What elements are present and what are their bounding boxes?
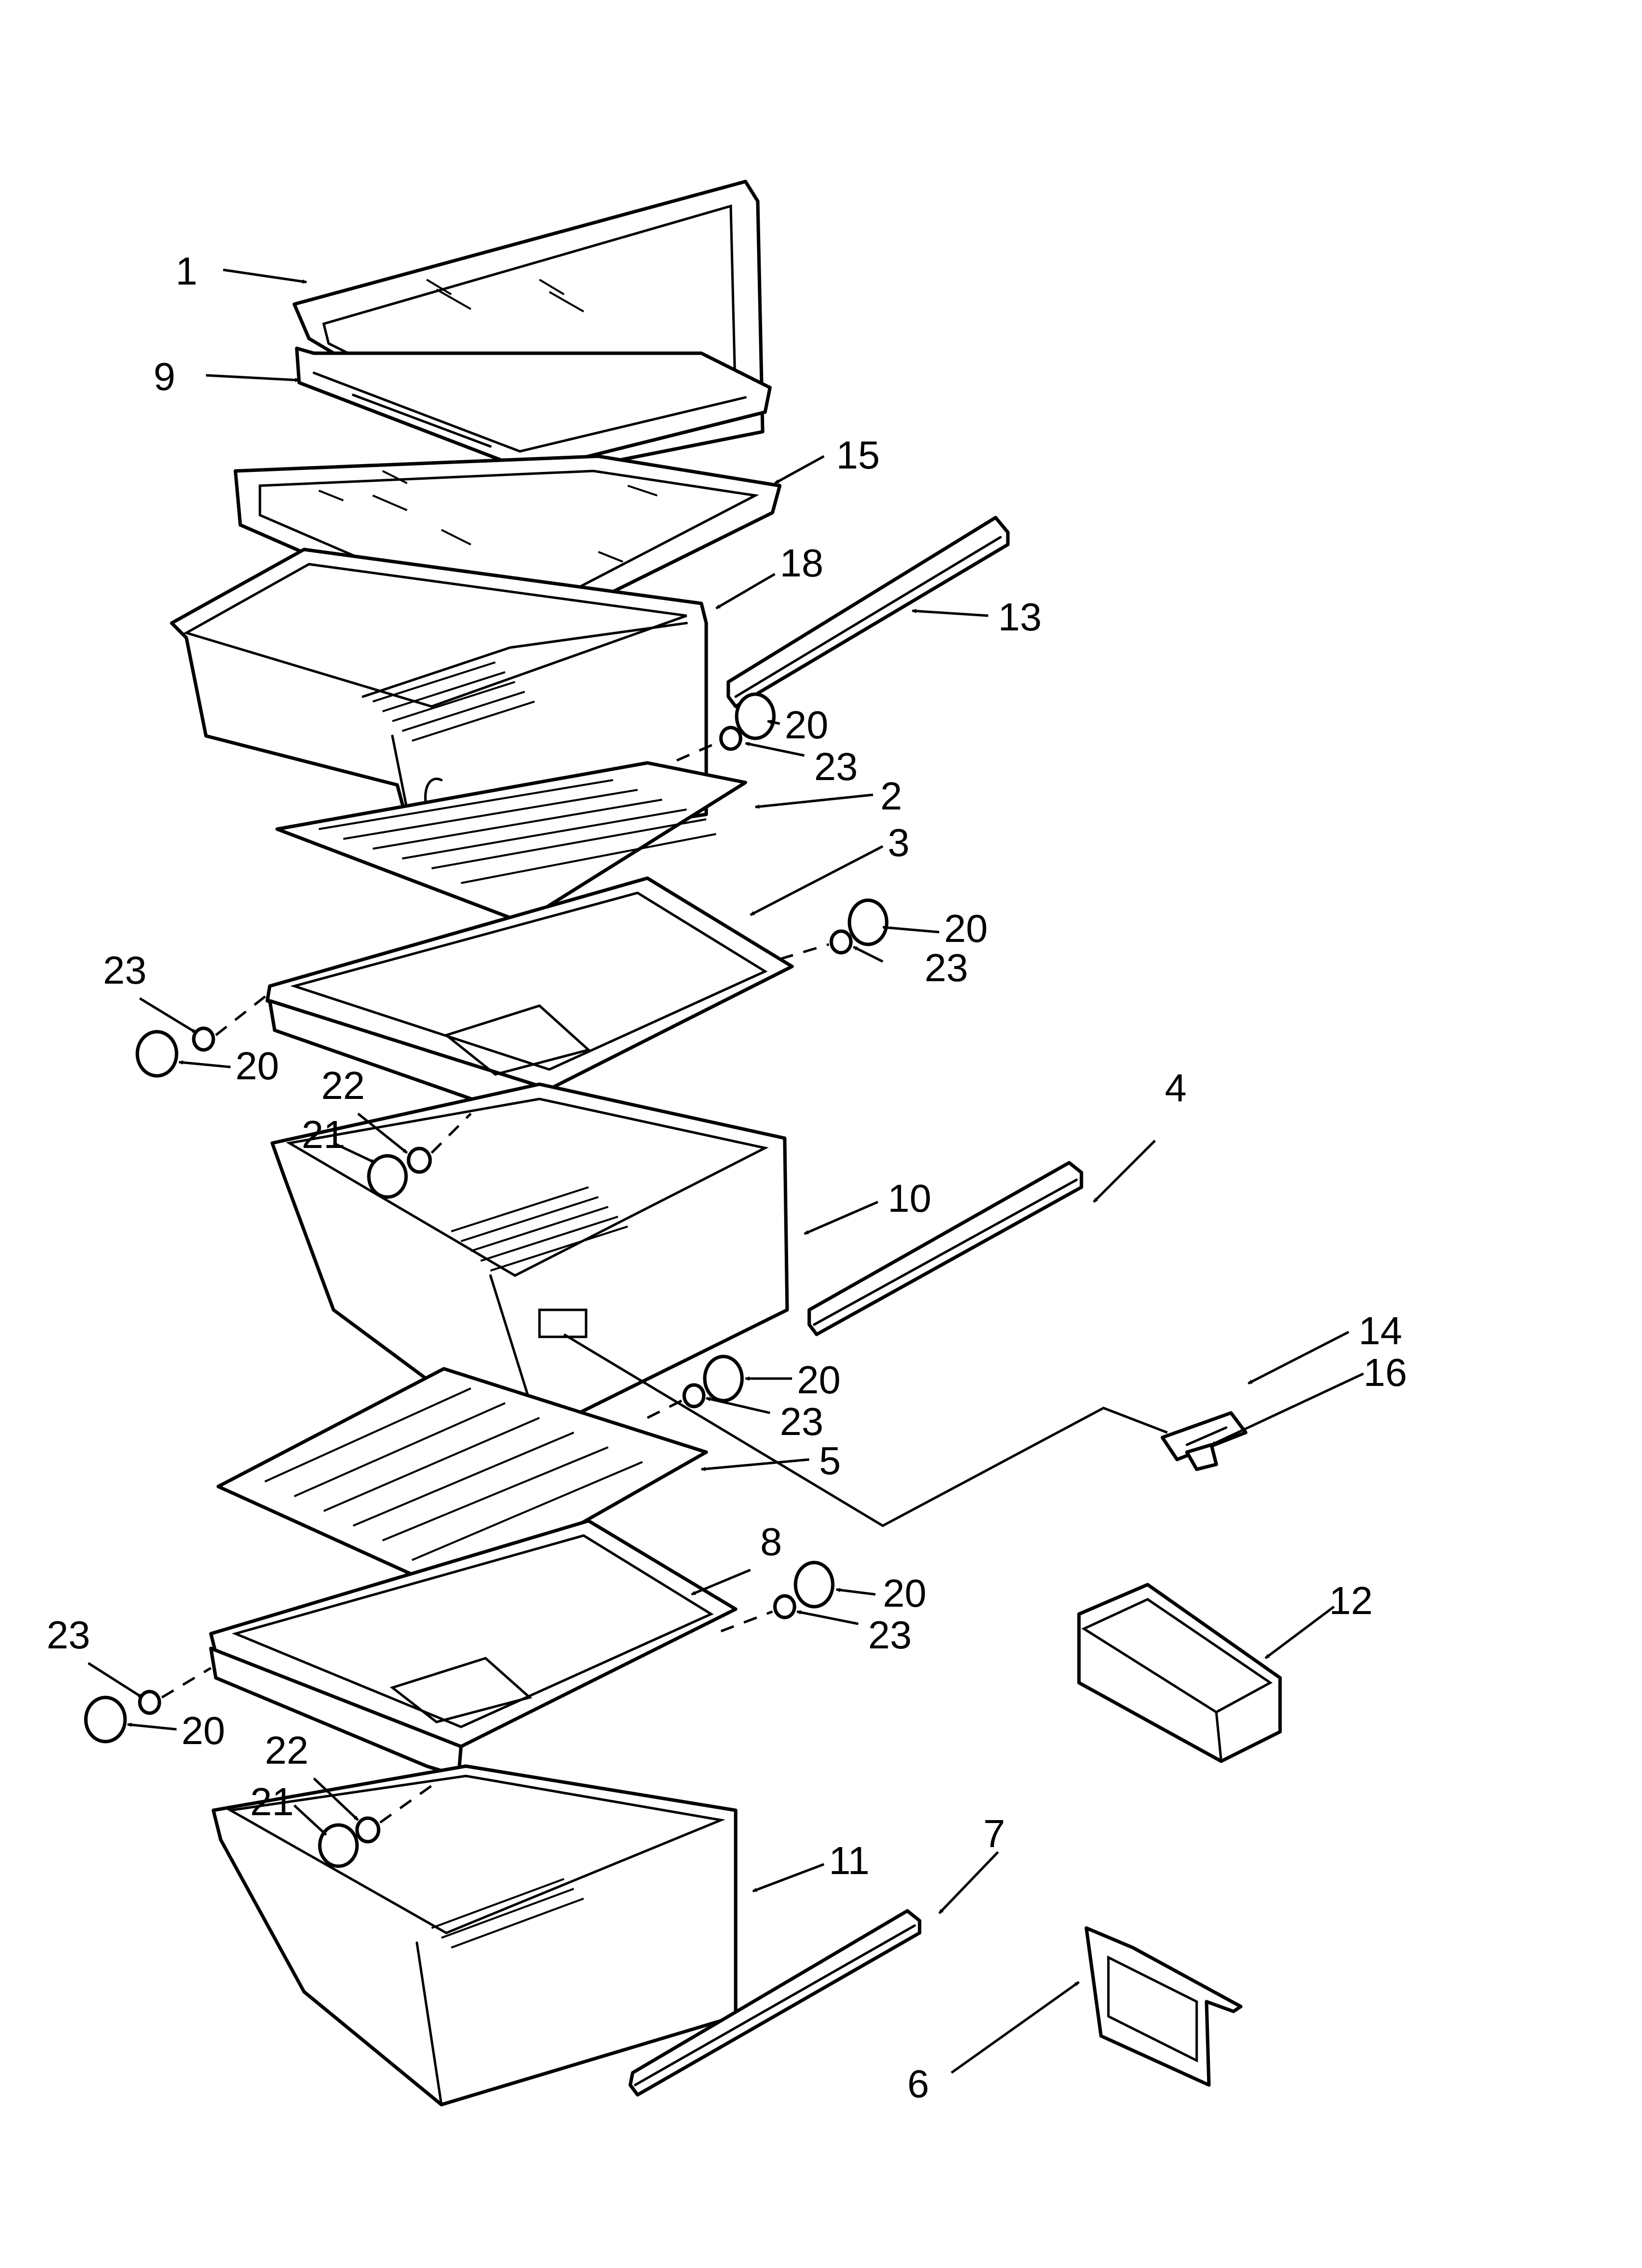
callout-21: 21	[302, 1113, 345, 1156]
callout-20: 20	[883, 1571, 926, 1615]
callout-3: 3	[888, 821, 910, 864]
callout-4: 4	[1165, 1066, 1187, 1110]
fastener-set-upper-right	[676, 692, 776, 762]
callout-13: 13	[998, 595, 1042, 639]
callout-20: 20	[797, 1358, 841, 1402]
callout-14: 14	[1359, 1309, 1402, 1353]
callout-23: 23	[868, 1613, 912, 1657]
callout-23: 23	[814, 745, 858, 788]
callout-20: 20	[235, 1044, 279, 1088]
callout-20: 20	[944, 907, 988, 950]
part-12-bin	[1077, 1583, 1282, 1763]
callouts: 1 9 15 18 13 20 23 2 3 20 23 23 20 22 21…	[47, 249, 1407, 2106]
callout-1: 1	[176, 249, 198, 293]
callout-5: 5	[819, 1439, 841, 1483]
part-13-rail	[726, 516, 1010, 708]
callout-15: 15	[836, 433, 880, 477]
part-4-rail	[807, 1161, 1083, 1336]
callout-23: 23	[924, 946, 968, 990]
callout-21: 21	[250, 1780, 294, 1824]
fastener-set-mid-right	[779, 898, 889, 961]
callout-20: 20	[181, 1709, 225, 1752]
callout-9: 9	[154, 355, 176, 398]
part-7-rail	[628, 1909, 922, 2097]
fastener-set-lower-left	[84, 1667, 212, 1744]
part-8-frame	[209, 1519, 738, 1778]
callout-22: 22	[321, 1064, 365, 1107]
part-2-cover	[275, 761, 747, 924]
fastener-set-lower-inner	[318, 1784, 433, 1868]
callout-8: 8	[760, 1520, 782, 1564]
callout-7: 7	[983, 1812, 1005, 1855]
callout-10: 10	[888, 1176, 931, 1220]
fastener-set-lower-right	[646, 1355, 744, 1419]
part-14-16-holder	[563, 1333, 1248, 1527]
part-9-shelf-frame	[295, 346, 772, 473]
callout-23: 23	[780, 1400, 823, 1443]
callout-23: 23	[103, 948, 147, 992]
part-5-cover	[216, 1367, 708, 1596]
fastener-set-lower-right2	[720, 1561, 835, 1633]
callout-22: 22	[265, 1728, 308, 1772]
callout-12: 12	[1329, 1579, 1373, 1622]
callout-2: 2	[880, 774, 902, 818]
callout-20: 20	[785, 703, 828, 747]
callout-11: 11	[829, 1839, 870, 1882]
callout-18: 18	[780, 541, 823, 585]
leader-lines	[87, 268, 1364, 2074]
fastener-set-mid-left	[135, 990, 273, 1078]
part-3-frame	[265, 876, 794, 1125]
fastener-set-mid-inner	[367, 1113, 472, 1199]
callout-16: 16	[1363, 1351, 1407, 1394]
callout-23: 23	[47, 1613, 90, 1657]
part-6-insert	[1084, 1926, 1243, 2087]
part-15-glass-insert	[233, 454, 782, 645]
callout-6: 6	[907, 2062, 929, 2106]
